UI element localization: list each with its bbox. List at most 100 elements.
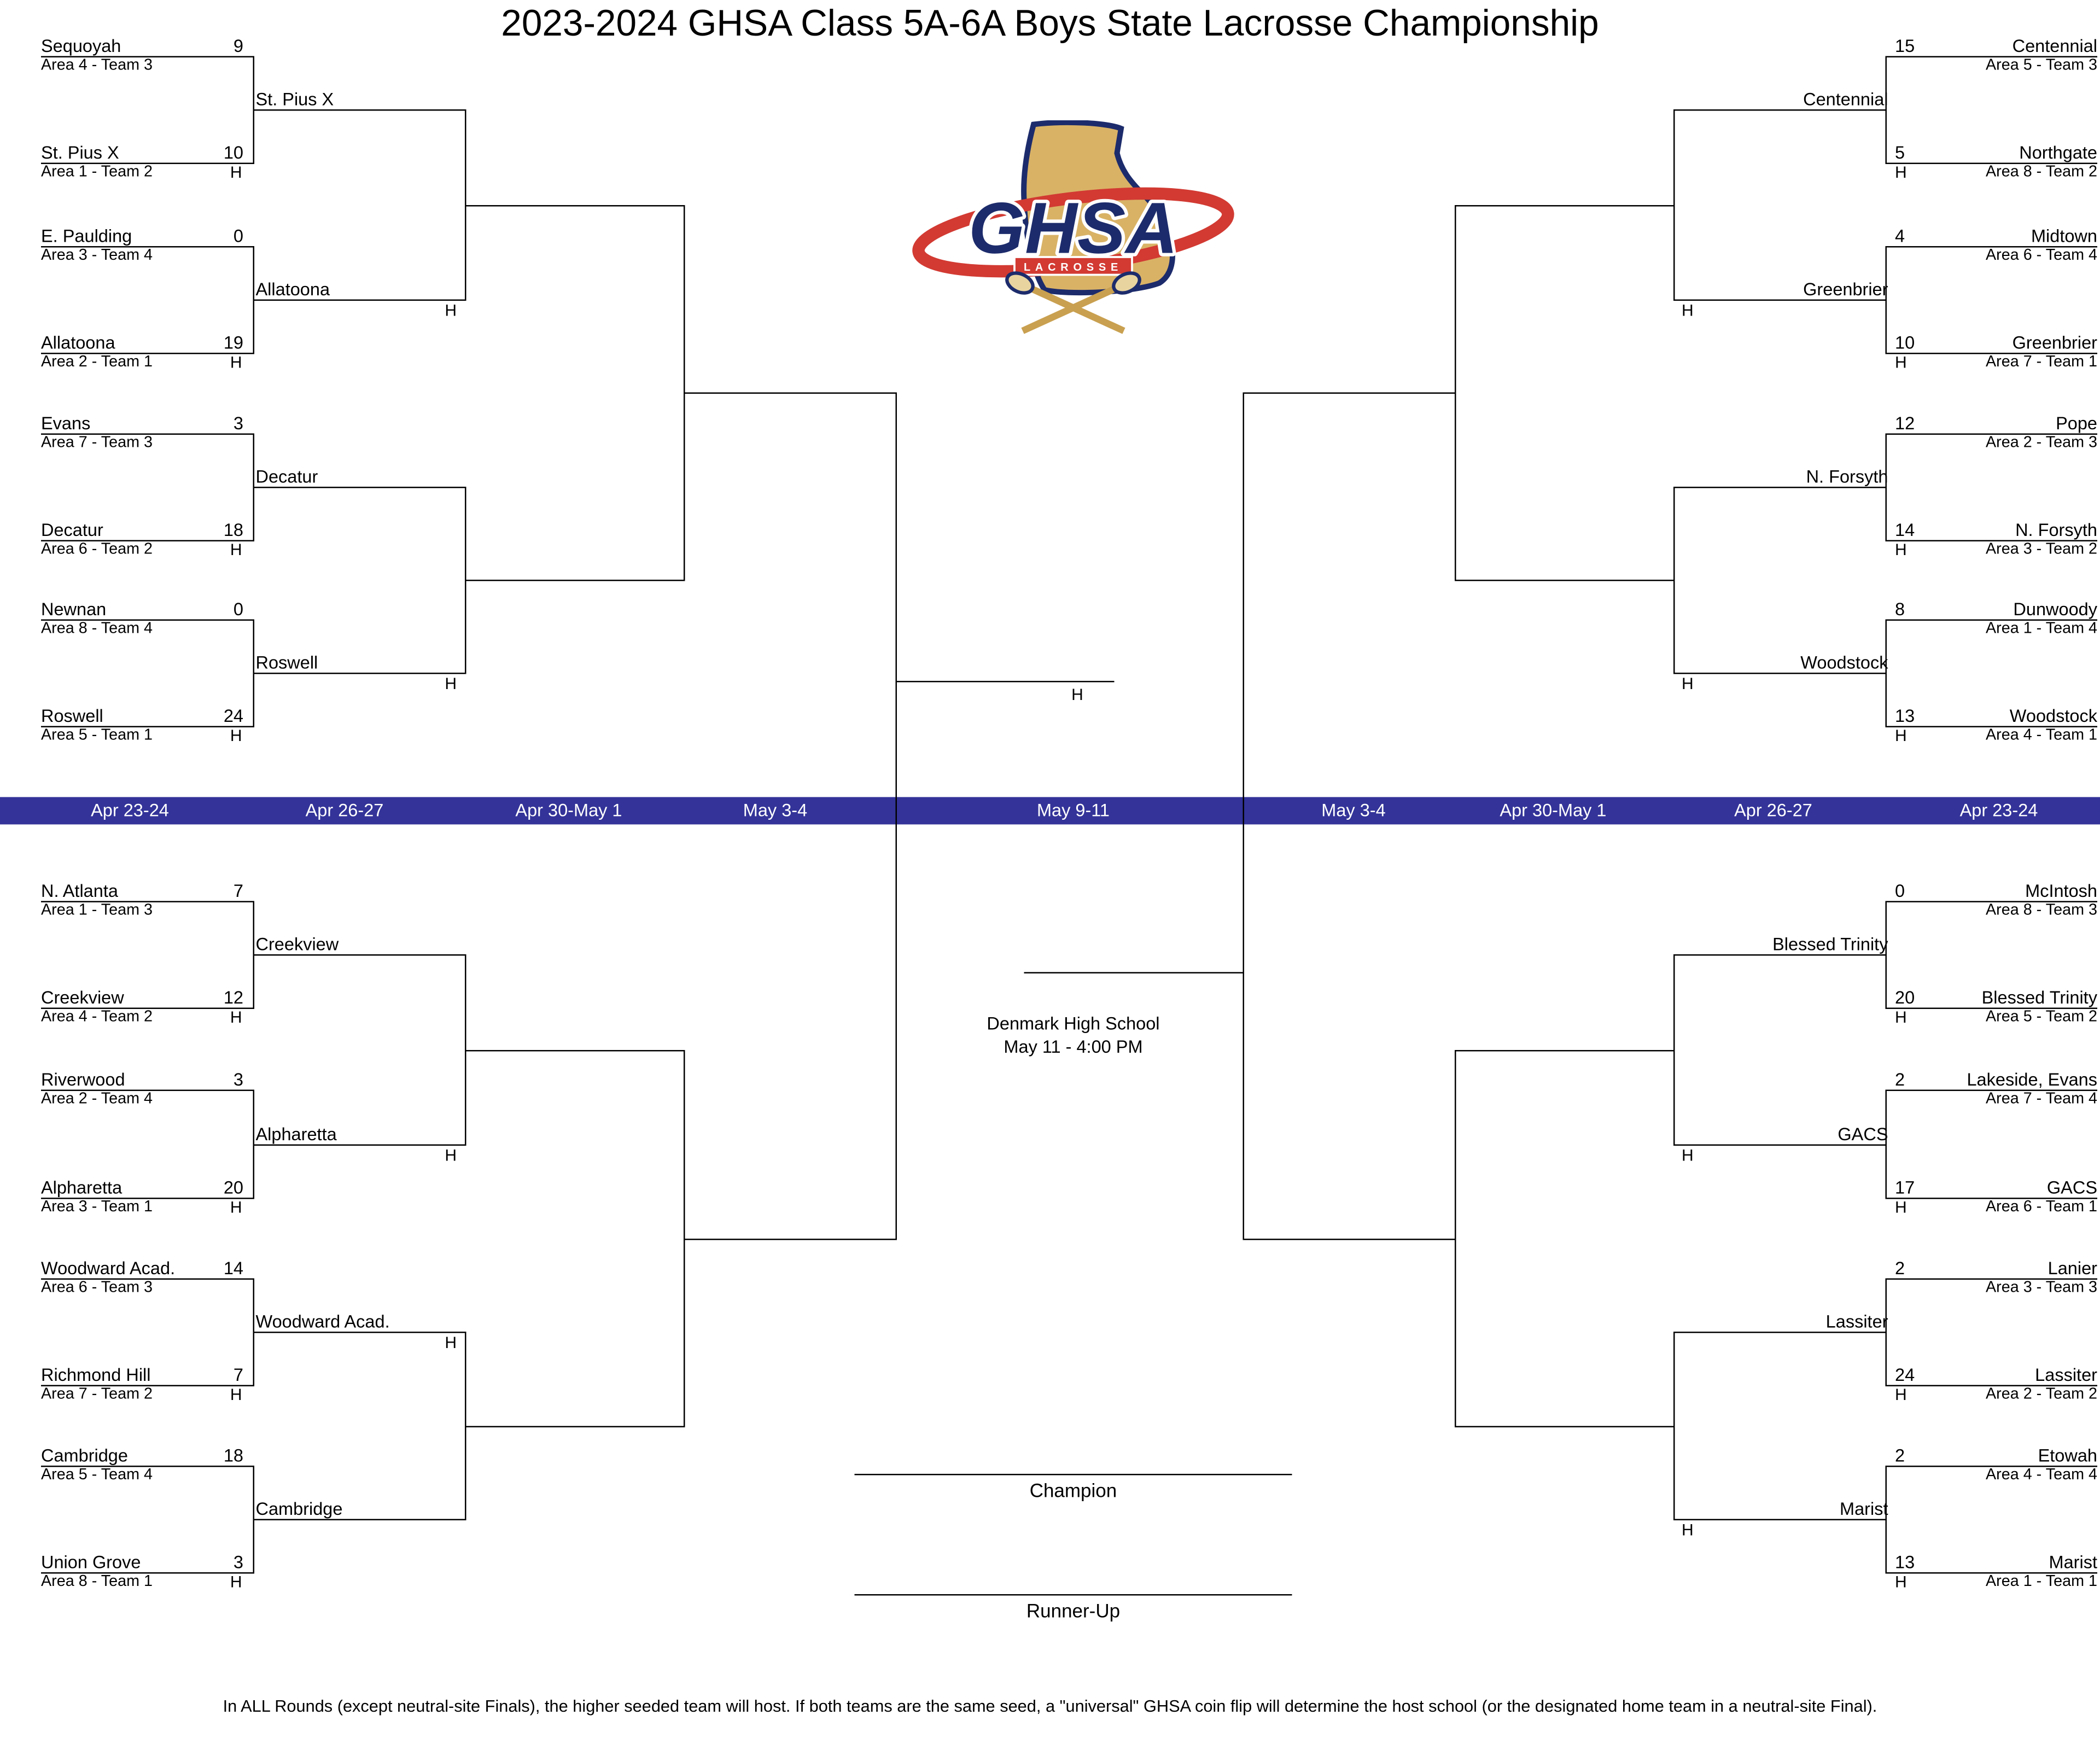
bracket-line	[1885, 1089, 2097, 1091]
winner-name: Roswell	[255, 652, 318, 673]
team-area: Area 1 - Team 4	[1985, 621, 2097, 637]
bracket-line	[1885, 901, 1887, 1009]
team-name: GACS	[2046, 1177, 2097, 1198]
winner-name: Creekview	[255, 934, 339, 955]
bracket-line	[41, 246, 253, 248]
bracket-line	[1885, 56, 2097, 57]
team-score: 8	[1895, 599, 1905, 620]
team-score: 14	[223, 1258, 243, 1279]
bracket-line	[1885, 433, 2097, 435]
bracket-line	[1673, 487, 1886, 488]
bracket-line	[1885, 726, 2097, 727]
team-score: 18	[223, 1445, 243, 1466]
team-area: Area 7 - Team 2	[41, 1386, 153, 1403]
team-score: 10	[223, 142, 243, 163]
schedule-date: May 3-4	[743, 800, 808, 821]
team-name: Pope	[2056, 413, 2097, 434]
bracket-line	[1455, 205, 1456, 581]
bracket-line	[41, 1198, 253, 1199]
bracket-line	[1673, 1144, 1886, 1146]
bracket-line	[1885, 433, 1887, 541]
winner-name: Alpharetta	[255, 1124, 337, 1145]
schedule-date: Apr 23-24	[91, 800, 169, 821]
team-area: Area 2 - Team 2	[1985, 1386, 2097, 1403]
team-area: Area 5 - Team 2	[1985, 1009, 2097, 1025]
bracket-line	[1885, 1466, 1887, 1574]
host-mark: H	[230, 726, 242, 745]
schedule-bar: Apr 23-24 Apr 26-27 Apr 30-May 1 May 3-4…	[0, 797, 2100, 825]
host-mark: H	[230, 353, 242, 372]
schedule-date: May 3-4	[1321, 800, 1386, 821]
bracket-line	[684, 392, 896, 394]
team-score: 12	[223, 987, 243, 1008]
team-score: 24	[223, 705, 243, 726]
team-name: Decatur	[41, 520, 103, 540]
bracket-line	[1673, 109, 1675, 301]
bracket-line	[41, 353, 253, 354]
bracket-line	[465, 205, 684, 207]
bracket-line	[253, 1332, 465, 1333]
team-score: 3	[233, 1551, 243, 1573]
bracket-line	[1455, 205, 1673, 207]
team-area: Area 8 - Team 1	[41, 1573, 153, 1590]
team-name: Roswell	[41, 705, 103, 726]
team-area: Area 4 - Team 3	[41, 57, 153, 74]
team-area: Area 8 - Team 2	[1985, 164, 2097, 180]
team-area: Area 8 - Team 3	[1985, 902, 2097, 919]
bracket-line	[1673, 1519, 1886, 1520]
team-name: Centennial	[2012, 36, 2097, 56]
host-mark: H	[1895, 726, 1907, 745]
winner-name: Allatoona	[255, 279, 330, 300]
georgia-state-shape	[1021, 120, 1175, 296]
team-name: Midtown	[2031, 225, 2097, 247]
bracket-line	[1673, 109, 1886, 111]
host-mark: H	[230, 162, 242, 182]
lacrosse-banner	[1013, 256, 1133, 276]
host-mark: H	[230, 1572, 242, 1591]
bracket-line	[1885, 540, 2097, 541]
final-right-entrant-line	[1024, 972, 1243, 973]
host-mark: H	[230, 1385, 242, 1404]
footer-note: In ALL Rounds (except neutral-site Final…	[223, 1696, 1877, 1716]
bracket-line	[1885, 162, 2097, 164]
host-mark: H	[1895, 1572, 1907, 1591]
team-score: 19	[223, 332, 243, 353]
bracket-line	[41, 540, 253, 541]
team-name: Creekview	[41, 987, 124, 1008]
team-area: Area 4 - Team 4	[1985, 1467, 2097, 1484]
team-score: 3	[233, 413, 243, 434]
team-name: Evans	[41, 413, 91, 434]
team-name: Etowah	[2038, 1445, 2097, 1466]
final-left-entrant-line	[895, 681, 1115, 682]
team-area: Area 3 - Team 1	[41, 1199, 153, 1216]
host-mark: H	[1895, 162, 1907, 182]
schedule-date: Apr 30-May 1	[1500, 800, 1607, 821]
bracket-line	[253, 954, 465, 956]
bracket-line	[1885, 1278, 1887, 1386]
bracket-line	[1673, 673, 1886, 674]
bracket-line	[41, 1007, 253, 1009]
team-area: Area 5 - Team 3	[1985, 57, 2097, 74]
team-name: Marist	[2049, 1551, 2097, 1573]
bracket-line	[1242, 392, 1244, 1240]
bracket-line	[253, 487, 465, 488]
team-area: Area 4 - Team 2	[41, 1009, 153, 1025]
final-venue: Denmark High School	[987, 1013, 1160, 1034]
team-score: 20	[223, 1177, 243, 1198]
lacrosse-banner-label: LACROSSE	[1024, 261, 1123, 273]
host-mark: H	[230, 1007, 242, 1027]
team-score: 17	[1895, 1177, 1915, 1198]
team-score: 2	[1895, 1445, 1905, 1466]
winner-name: Woodstock	[1800, 652, 1888, 673]
team-name: Greenbrier	[2012, 332, 2097, 353]
team-area: Area 2 - Team 3	[1985, 435, 2097, 451]
team-score: 24	[1895, 1364, 1915, 1385]
team-name: N. Forsyth	[2015, 520, 2097, 540]
team-score: 15	[1895, 36, 1915, 56]
team-score: 20	[1895, 987, 1915, 1008]
team-area: Area 1 - Team 3	[41, 902, 153, 919]
team-score: 10	[1895, 332, 1915, 353]
team-area: Area 3 - Team 2	[1985, 541, 2097, 558]
bracket-line	[41, 901, 253, 902]
champion-label: Champion	[1029, 1479, 1117, 1501]
